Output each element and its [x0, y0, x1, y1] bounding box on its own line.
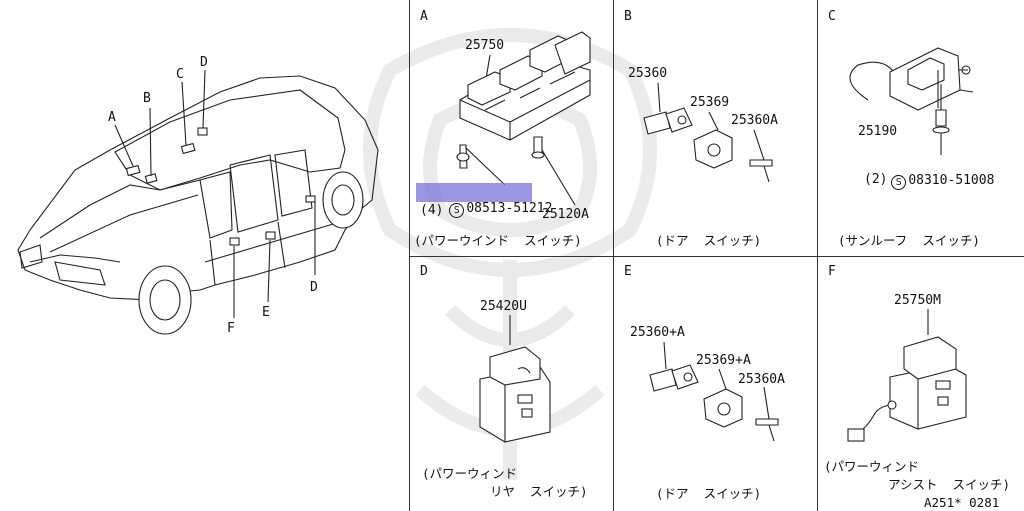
part-25360-a: 25360+A — [630, 325, 685, 340]
part-25120a: 25120A — [542, 207, 589, 222]
caption-f-line1: (パワーウィンド — [824, 459, 920, 474]
panel-d-letter: D — [420, 264, 428, 279]
label-e: E — [262, 305, 270, 320]
label-c: C — [176, 67, 184, 82]
panel-d: D 25420U (パワーウィンド リヤ スイッチ) — [410, 257, 613, 511]
grid-left-border — [409, 0, 410, 511]
caption-c: (サンルーフ スイッチ) — [838, 233, 980, 248]
grid-row-divider — [409, 256, 1024, 257]
screw-symbol: S — [449, 203, 465, 218]
reference-code: A251* 0281 — [924, 495, 1000, 510]
part-08310-51008: 08310-51008 — [908, 173, 995, 188]
caption-b: (ドア スイッチ) — [656, 233, 762, 248]
label-b: B — [143, 91, 151, 106]
part-25369: 25369 — [690, 95, 730, 110]
panel-a-letter: A — [420, 9, 428, 24]
part-25750m: 25750M — [894, 293, 941, 308]
rear-window-switch-drawing — [479, 315, 551, 443]
panel-b: B 25360 25369 25360A (ドア スイッチ) — [614, 0, 817, 256]
panel-f-letter: F — [828, 264, 836, 279]
caption-a: (パワーウインド スイッチ) — [414, 233, 582, 248]
panel-b-letter: B — [624, 9, 632, 24]
part-25369-a: 25369+A — [696, 353, 751, 368]
door-switch-drawing-b — [643, 82, 773, 183]
panel-e-letter: E — [624, 264, 632, 279]
part-25360a: 25360A — [731, 113, 778, 128]
panel-f: F 25750M (パワーウィンド アシスト スイッチ) A251* 0281 — [818, 257, 1024, 511]
part-08513-51212: 08513-51212 — [466, 201, 553, 216]
part-25750: 25750 — [465, 38, 505, 53]
label-f: F — [227, 321, 235, 336]
selection-highlight — [416, 183, 532, 202]
caption-e: (ドア スイッチ) — [656, 486, 762, 501]
screw-qty-a: (4) — [420, 203, 444, 218]
assist-switch-drawing — [847, 309, 967, 442]
power-window-switch-drawing — [456, 31, 591, 206]
panel-c-letter: C — [828, 9, 836, 24]
part-25420u: 25420U — [480, 299, 527, 314]
part-25190: 25190 — [858, 124, 898, 139]
grid-col-2 — [817, 0, 818, 511]
part-25360: 25360 — [628, 66, 668, 81]
label-a: A — [108, 110, 116, 125]
car-illustration — [17, 69, 379, 335]
caption-d-line2: リヤ スイッチ) — [490, 484, 588, 499]
sunroof-switch-drawing — [849, 47, 974, 155]
car-overview: A B C D D E F — [0, 0, 409, 511]
label-d-top: D — [200, 55, 208, 70]
caption-d-line1: (パワーウィンド — [422, 466, 518, 481]
label-d-side: D — [310, 280, 318, 295]
screw-symbol-c: S — [891, 175, 907, 190]
grid-col-1 — [613, 0, 614, 511]
part-25360a-e: 25360A — [738, 372, 785, 387]
panel-e: E 25360+A 25369+A 25360A (ドア スイッチ) — [614, 257, 817, 511]
door-switch-drawing-e — [649, 341, 779, 442]
screw-qty-c: (2) — [864, 172, 888, 187]
caption-f-line2: アシスト スイッチ) — [888, 477, 1011, 492]
